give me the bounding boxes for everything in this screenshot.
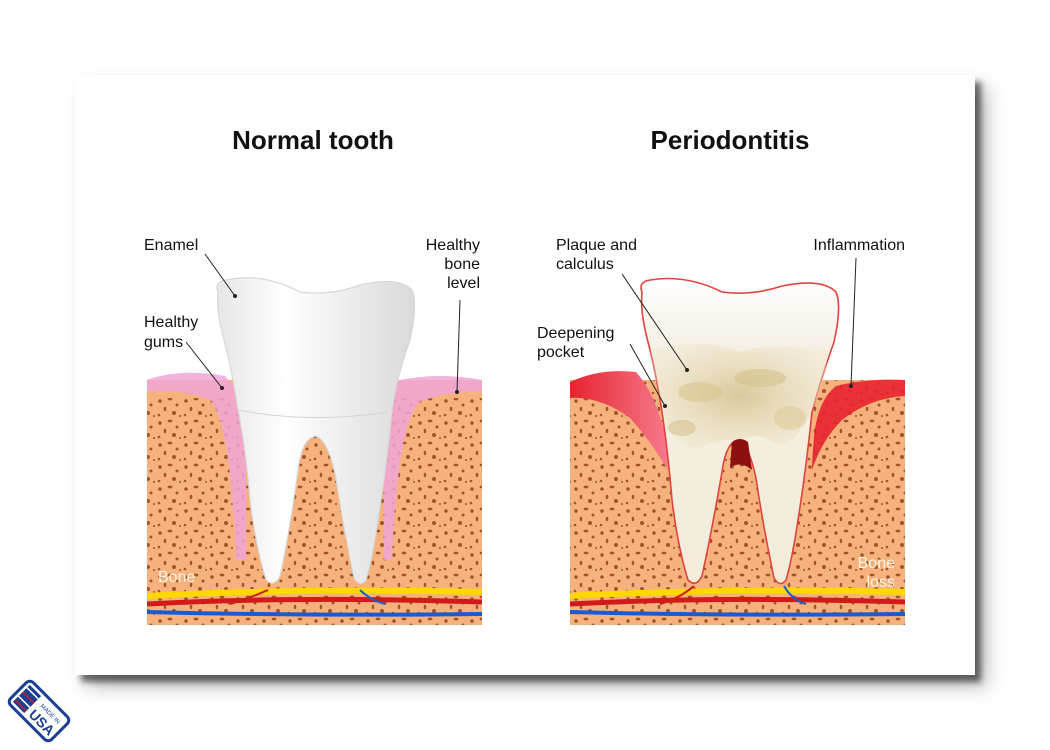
vessels-left <box>146 587 483 617</box>
label-plaque-line1: Plaque and <box>556 237 637 254</box>
label-bone-loss-line2: loss <box>867 574 895 591</box>
healthy-gums-right <box>384 376 482 560</box>
normal-tooth-title: Normal tooth <box>232 125 394 155</box>
healthy-gums-left <box>147 372 246 560</box>
flag-icon <box>12 684 42 714</box>
inflamed-gums-right <box>812 379 905 470</box>
inflamed-gums-left <box>570 371 668 470</box>
label-healthy-bone-level-line2: bone <box>444 256 480 273</box>
label-enamel: Enamel <box>144 237 198 254</box>
made-in-usa-badge: MADE IN USA <box>7 679 71 743</box>
label-healthy-gums-line2: gums <box>144 334 183 351</box>
label-bone: Bone <box>158 569 195 586</box>
label-deepening-line1: Deepening <box>537 325 614 342</box>
periodontitis-title: Periodontitis <box>651 125 810 155</box>
label-healthy-bone-level-line3: level <box>447 275 480 292</box>
label-plaque-line2: calculus <box>556 256 614 273</box>
label-deepening-line2: pocket <box>537 344 585 361</box>
label-inflammation: Inflammation <box>813 237 905 254</box>
vessels-right <box>569 585 906 617</box>
normal-tooth <box>216 277 416 585</box>
label-healthy-gums-line1: Healthy <box>144 314 198 331</box>
label-healthy-bone-level-line1: Healthy <box>426 237 480 254</box>
label-bone-loss-line1: Bone <box>858 555 895 572</box>
